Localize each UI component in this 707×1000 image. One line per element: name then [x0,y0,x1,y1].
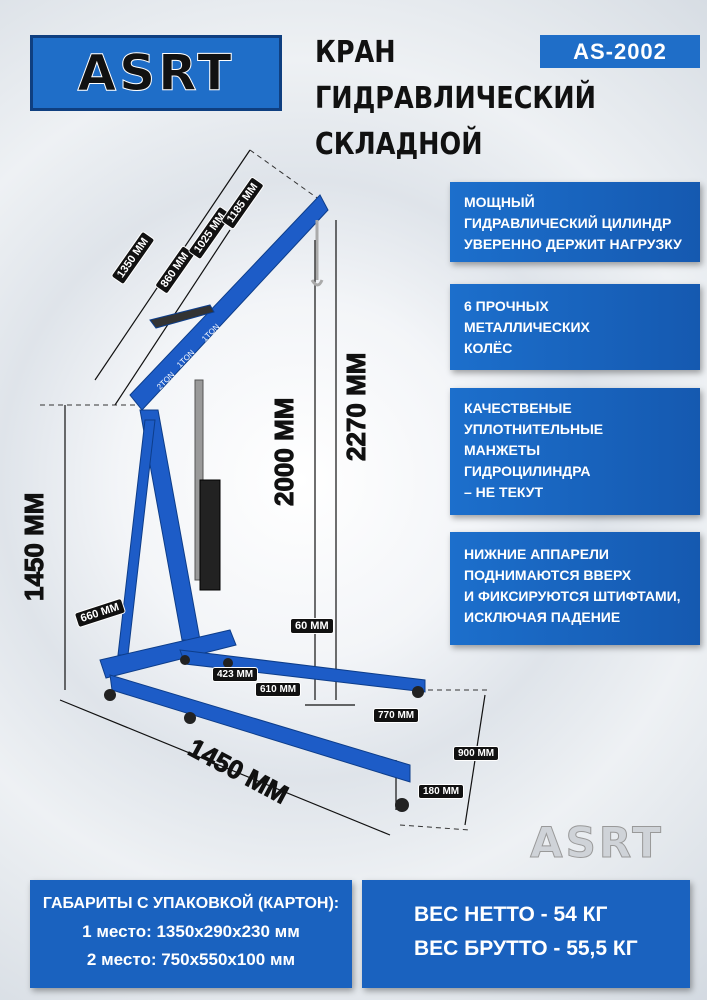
dim-423: 423 ММ [212,667,259,682]
feature-text: ГИДРАВЛИЧЕСКИЙ ЦИЛИНДР [464,215,672,231]
feature-text: КАЧЕСТВЕНЫЕ [464,400,572,416]
packaging-line: 2 место: 750х550х100 мм [86,950,296,969]
title-line: ГИДРАВЛИЧЕСКИЙ [315,81,596,116]
hook-icon [310,279,324,287]
feature-box-wheels: 6 ПРОЧНЫХ МЕТАЛЛИЧЕСКИХ КОЛЁС [450,284,700,370]
dim-height-2000: 2000 ММ [269,397,300,506]
crane-leg [109,674,411,783]
feature-text: ГИДРОЦИЛИНДРА [464,463,591,479]
feature-text: ИСКЛЮЧАЯ ПАДЕНИЕ [464,609,621,625]
weight-net: ВЕС НЕТТО - 54 КГ [414,903,608,926]
feature-text: МЕТАЛЛИЧЕСКИХ [464,319,590,335]
feature-box-cylinder: МОЩНЫЙ ГИДРАВЛИЧЕСКИЙ ЦИЛИНДР УВЕРЕННО ДЕР… [450,182,700,262]
feature-text: 6 ПРОЧНЫХ [464,298,549,314]
dim-900: 900 ММ [453,746,500,761]
model-badge: AS-2002 [540,35,700,68]
feature-text: МАНЖЕТЫ [464,442,541,458]
weight-gross: ВЕС БРУТТО - 55,5 КГ [414,937,638,960]
packaging-box: ГАБАРИТЫ С УПАКОВКОЙ (КАРТОН): 1 место: … [30,880,352,988]
feature-text: МОЩНЫЙ [464,194,535,210]
dim-height-2270: 2270 ММ [341,352,372,461]
feature-box-seals: КАЧЕСТВЕНЫЕ УПЛОТНИТЕЛЬНЫЕ МАНЖЕТЫ ГИДРОЦИЛ… [450,388,700,515]
dim-770: 770 ММ [373,708,420,723]
feature-text: И ФИКСИРУЮТСЯ ШТИФТАМИ, [464,588,681,604]
dim-60: 60 ММ [290,618,334,634]
title-line: СКЛАДНОЙ [315,127,483,162]
feature-box-legs: НИЖНИЕ АППАРЕЛИ ПОДНИМАЮТСЯ ВВЕРХ И ФИКСИР… [450,532,700,645]
dim-height-1450: 1450 ММ [19,492,50,601]
feature-text: КОЛЁС [464,340,513,356]
crane-boom [129,194,329,411]
packaging-title: ГАБАРИТЫ С УПАКОВКОЙ (КАРТОН): [42,895,340,912]
feature-text: НИЖНИЕ АППАРЕЛИ [464,546,609,562]
dim-610: 610 ММ [255,682,302,697]
watermark-logo: ASRT [530,818,664,868]
product-title: КРАН ГИДРАВЛИЧЕСКИЙ СКЛАДНОЙ [315,30,596,168]
feature-text: УВЕРЕННО ДЕРЖИТ НАГРУЗКУ [464,236,682,252]
feature-text: УПЛОТНИТЕЛЬНЫЕ [464,421,604,437]
packaging-line: 1 место: 1350х290х230 мм [82,922,300,941]
feature-text: ПОДНИМАЮТСЯ ВВЕРХ [464,567,632,583]
title-line: КРАН [315,35,396,70]
weight-box: ВЕС НЕТТО - 54 КГ ВЕС БРУТТО - 55,5 КГ [362,880,690,988]
brand-logo: ASRT [30,35,282,111]
feature-text: – НЕ ТЕКУТ [464,484,544,500]
dim-180: 180 ММ [418,784,465,799]
